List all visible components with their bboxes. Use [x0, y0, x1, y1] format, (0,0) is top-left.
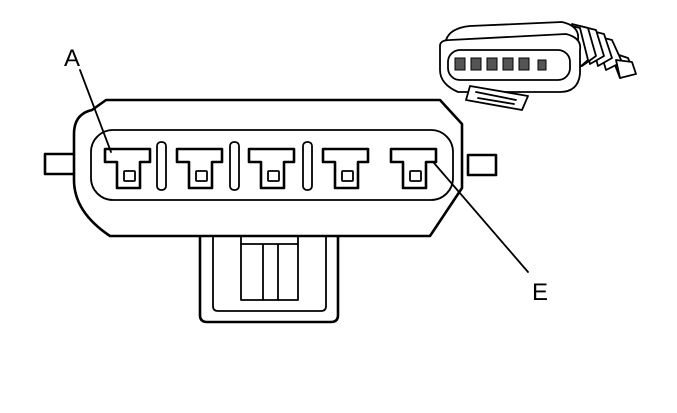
- cavity-divider: [229, 141, 240, 191]
- pin-cavity-e: [389, 147, 438, 190]
- leader-line-e: [433, 162, 529, 273]
- lock-extension: [198, 232, 340, 324]
- leader-line-a: [79, 69, 112, 153]
- cavity-divider: [302, 141, 313, 191]
- cavity-divider: [156, 141, 167, 191]
- pin-cavity-d: [321, 147, 370, 190]
- pin-cavity-a: [103, 147, 152, 190]
- label-e: E: [532, 279, 548, 306]
- connector-thumbnail: [439, 21, 637, 111]
- right-latch-tab: [466, 153, 498, 177]
- left-latch-tab: [43, 152, 77, 176]
- label-a: A: [64, 45, 80, 72]
- pin-cavity-c: [247, 147, 296, 190]
- pin-cavity-b: [175, 147, 224, 190]
